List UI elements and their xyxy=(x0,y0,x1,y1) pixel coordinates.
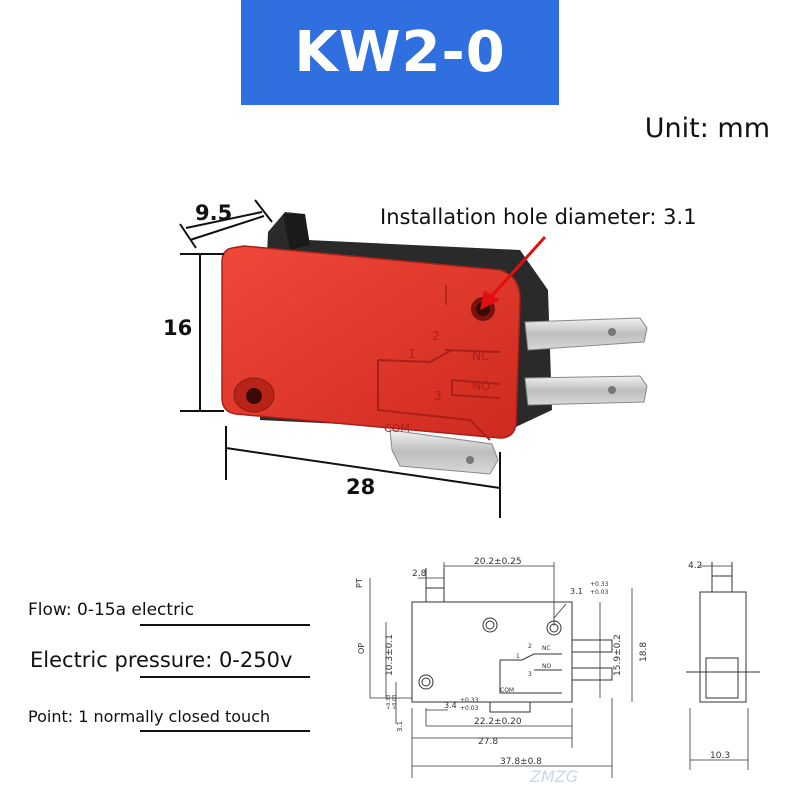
drawing-dimensions xyxy=(369,562,749,778)
terminal-com xyxy=(389,429,499,475)
drawing-3-4-tol-plus: +0.33 xyxy=(460,697,479,704)
drawing-22-2: 22.2±0.20 xyxy=(474,717,522,727)
drawing-3-1: 3.1 xyxy=(396,721,404,732)
drawing-20-2: 20.2±0.25 xyxy=(474,557,522,567)
drawing-pin1: 1 xyxy=(516,653,520,660)
drawing-hole-tol-minus: +0.03 xyxy=(590,589,609,596)
drawing-outline xyxy=(411,562,760,713)
emboss-pin1: 1 xyxy=(408,347,416,361)
drawing-hole: 3.1 xyxy=(570,587,583,596)
switch-red-body xyxy=(221,245,521,441)
spec-underline xyxy=(140,624,310,626)
drawing-op: OP xyxy=(357,643,366,654)
drawing-hole-tol-plus: +0.33 xyxy=(590,581,609,588)
model-title: KW2-0 xyxy=(294,20,506,85)
terminal-no xyxy=(524,375,648,406)
dim-height-label: 16 xyxy=(163,316,192,340)
unit-label: Unit: mm xyxy=(644,113,770,144)
drawing-pin2: 2 xyxy=(528,643,532,650)
watermark: ZMZG xyxy=(529,767,578,786)
spec-voltage: Electric pressure: 0-250v xyxy=(30,648,293,672)
drawing-3-1-tol-minus: +0.03 xyxy=(392,695,398,710)
product-illustration: 1 2 3 NC NO COM 9.5 16 28 Installation h… xyxy=(163,199,697,518)
dim-height-lines xyxy=(180,253,224,412)
drawing-10-3-01: 10.3±0.1 xyxy=(385,634,395,676)
emboss-pin3: 3 xyxy=(434,389,442,403)
drawing-4-2: 4.2 xyxy=(688,561,702,571)
drawing-18-8: 18.8 xyxy=(639,642,649,662)
drawing-10-3: 10.3 xyxy=(710,751,730,761)
dim-length-lines xyxy=(225,426,501,518)
drawing-3-4: 3.4 xyxy=(444,701,457,710)
emboss-pin2: 2 xyxy=(432,329,440,343)
emboss-com: COM xyxy=(384,422,410,435)
drawing-27-8: 27.8 xyxy=(478,737,498,747)
drawing-37-8: 37.8±0.8 xyxy=(500,757,542,767)
hole-callout-arrow xyxy=(480,235,547,310)
technical-drawing: PT OP 2.8 20.2±0.25 3.1 +0.33 +0.03 4.2 … xyxy=(355,557,760,786)
drawing-15-9: 15.9±0.2 xyxy=(613,634,623,676)
title-banner: KW2-0 xyxy=(241,0,559,105)
drawing-2-8: 2.8 xyxy=(412,569,427,579)
spec-underline xyxy=(140,676,310,678)
dim-length-label: 28 xyxy=(346,475,375,499)
drawing-com: COM xyxy=(500,687,514,694)
dim-depth-label: 9.5 xyxy=(195,201,232,225)
drawing-3-4-tol-minus: +0.03 xyxy=(460,705,479,712)
terminal-nc xyxy=(524,317,648,351)
drawing-3-1-tol-plus: +0.33 xyxy=(386,695,392,710)
emboss-no: NO xyxy=(472,379,490,393)
spec-current: Flow: 0-15a electric xyxy=(28,600,195,620)
spec-contact: Point: 1 normally closed touch xyxy=(28,707,271,726)
hole-callout-label: Installation hole diameter: 3.1 xyxy=(380,205,697,229)
drawing-no: NO xyxy=(542,663,551,670)
dim-depth-lines xyxy=(179,199,273,249)
spec-underline xyxy=(140,730,310,732)
drawing-pin3: 3 xyxy=(528,671,532,678)
drawing-pt: PT xyxy=(355,578,364,588)
drawing-nc: NC xyxy=(542,645,551,652)
emboss-nc: NC xyxy=(472,349,489,363)
